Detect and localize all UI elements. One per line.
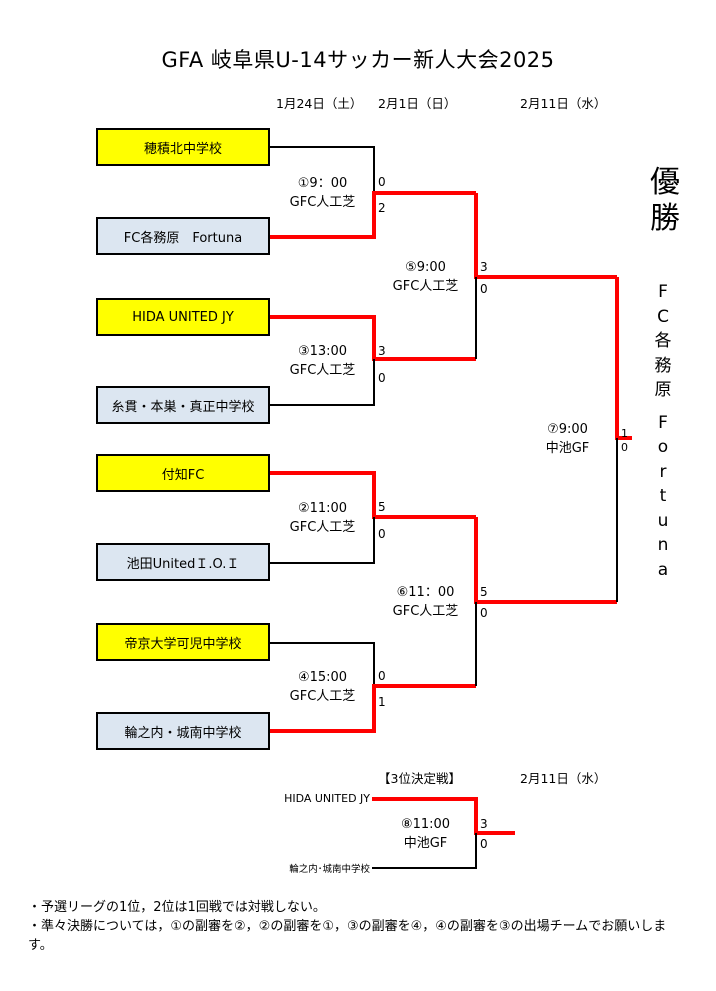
third-place-label: 【3位決定戦】 bbox=[378, 771, 461, 786]
line-3rd-bottom bbox=[372, 833, 477, 869]
champion-char: F bbox=[658, 282, 668, 302]
line-m2-bottom bbox=[270, 517, 375, 564]
score-m5-top: 3 bbox=[480, 260, 488, 274]
match-info-8: ⑧11:00 中池GF bbox=[378, 815, 473, 853]
date-round1: 1月24日（土） bbox=[276, 96, 363, 111]
team-box: 糸貫・本巣・真正中学校 bbox=[96, 386, 270, 424]
score-m2-bottom: 0 bbox=[378, 527, 386, 541]
score-m5-bottom: 0 bbox=[480, 282, 488, 296]
line-3rd-top bbox=[372, 797, 515, 835]
third-place-team-top: HIDA UNITED JY bbox=[284, 792, 370, 805]
match-time: ⑧11:00 bbox=[400, 817, 451, 832]
score-final-bottom: 0 bbox=[621, 441, 628, 454]
match-time: ⑤9:00 bbox=[405, 260, 446, 275]
score-m6-top: 5 bbox=[480, 585, 488, 599]
match-info-7: ⑦9:00 中池GF bbox=[520, 420, 615, 458]
champion-char: n bbox=[657, 535, 669, 555]
score-m2-top: 5 bbox=[378, 500, 386, 514]
third-place-team-bottom: 輪之内･城南中学校 bbox=[289, 864, 370, 875]
match-venue: GFC人工芝 bbox=[289, 195, 356, 210]
match-venue: GFC人工芝 bbox=[289, 363, 356, 378]
match-venue: 中池GF bbox=[545, 441, 590, 456]
champion-char: F bbox=[658, 412, 668, 433]
line-final-top bbox=[615, 277, 632, 440]
match-info-6: ⑥11：00 GFC人工芝 bbox=[378, 583, 473, 621]
score-m1-bottom: 2 bbox=[378, 201, 386, 215]
line-m4-bottom bbox=[270, 684, 476, 733]
team-name: 池田UnitedＩ.O.Ｉ bbox=[126, 556, 240, 572]
line-m5-top bbox=[474, 193, 617, 279]
score-m8-bottom: 0 bbox=[480, 837, 488, 851]
third-place-date: 2月11日（水） bbox=[520, 771, 607, 786]
team-box: FC各務原 Fortuna bbox=[96, 217, 270, 255]
score-m4-top: 0 bbox=[378, 669, 386, 683]
match-venue: 中池GF bbox=[403, 836, 448, 851]
match-time: ②11:00 bbox=[297, 501, 348, 516]
match-info-3: ③13:00 GFC人工芝 bbox=[275, 342, 370, 380]
match-time: ⑥11：00 bbox=[396, 585, 455, 600]
team-name: 輪之内・城南中学校 bbox=[124, 725, 242, 741]
team-name: FC各務原 Fortuna bbox=[123, 230, 243, 246]
team-box: 穂積北中学校 bbox=[96, 128, 270, 166]
champion-char: r bbox=[659, 461, 667, 482]
line-m3-bottom bbox=[270, 359, 375, 406]
match-time: ④15:00 bbox=[297, 670, 348, 685]
match-venue: GFC人工芝 bbox=[392, 279, 459, 294]
score-m8-top: 3 bbox=[480, 817, 488, 831]
champion-char: 務 bbox=[654, 355, 672, 376]
score-final-top: 1 bbox=[621, 427, 628, 440]
champion-char: u bbox=[657, 510, 669, 531]
note-line: ・準々決勝については，①の副審を②，②の副審を①，③の副審を④，④の副審を③の出… bbox=[28, 919, 667, 953]
champion-char: 各 bbox=[654, 331, 672, 351]
score-m1-top: 0 bbox=[378, 175, 386, 189]
notes: ・予選リーグの1位，2位は1回戦では対戦しない。 ・準々決勝については，①の副審… bbox=[28, 898, 668, 955]
score-m3-top: 3 bbox=[378, 344, 386, 358]
team-name: 付知FC bbox=[161, 467, 205, 483]
score-m6-bottom: 0 bbox=[480, 606, 488, 620]
champion-label: 優勝 bbox=[650, 165, 680, 236]
line-m1-top bbox=[270, 146, 375, 193]
match-info-1: ①9：00 GFC人工芝 bbox=[275, 174, 370, 212]
match-venue: GFC人工芝 bbox=[289, 520, 356, 535]
champion-char: 原 bbox=[654, 380, 672, 400]
date-final: 2月11日（水） bbox=[520, 96, 607, 111]
team-name: 糸貫・本巣・真正中学校 bbox=[111, 399, 255, 415]
match-venue: GFC人工芝 bbox=[392, 604, 459, 619]
match-info-4: ④15:00 GFC人工芝 bbox=[275, 668, 370, 706]
line-m2-top bbox=[270, 471, 476, 519]
line-m1-bottom bbox=[270, 191, 476, 239]
champion-char: C bbox=[657, 306, 669, 327]
note-line: ・予選リーグの1位，2位は1回戦では対戦しない。 bbox=[28, 900, 326, 915]
match-time: ⑦9:00 bbox=[547, 422, 588, 437]
match-info-2: ②11:00 GFC人工芝 bbox=[275, 499, 370, 537]
champion-char: o bbox=[657, 437, 669, 457]
score-m4-bottom: 1 bbox=[378, 695, 386, 709]
team-name: 帝京大学可児中学校 bbox=[124, 636, 242, 652]
team-box: 帝京大学可児中学校 bbox=[96, 623, 270, 661]
champion-name: F C 各 務 原 F o r t u n a bbox=[649, 280, 677, 582]
champion-char: a bbox=[657, 559, 669, 580]
date-round2: 2月1日（日） bbox=[378, 96, 457, 111]
line-m6-top bbox=[474, 517, 617, 604]
match-time: ③13:00 bbox=[297, 344, 348, 359]
line-m3-top bbox=[270, 315, 476, 361]
team-box: 輪之内・城南中学校 bbox=[96, 712, 270, 750]
team-box: HIDA UNITED JY bbox=[96, 298, 270, 336]
champion-char: t bbox=[659, 486, 667, 506]
line-m4-top bbox=[270, 642, 375, 686]
team-name: HIDA UNITED JY bbox=[132, 309, 234, 325]
team-box: 池田UnitedＩ.O.Ｉ bbox=[96, 543, 270, 581]
score-m3-bottom: 0 bbox=[378, 371, 386, 385]
match-time: ①9：00 bbox=[297, 176, 348, 191]
match-venue: GFC人工芝 bbox=[289, 689, 356, 704]
team-name: 穂積北中学校 bbox=[143, 141, 222, 157]
match-info-5: ⑤9:00 GFC人工芝 bbox=[378, 258, 473, 296]
team-box: 付知FC bbox=[96, 454, 270, 492]
page-title: GFA 岐阜県U-14サッカー新人大会2025 bbox=[161, 48, 555, 72]
